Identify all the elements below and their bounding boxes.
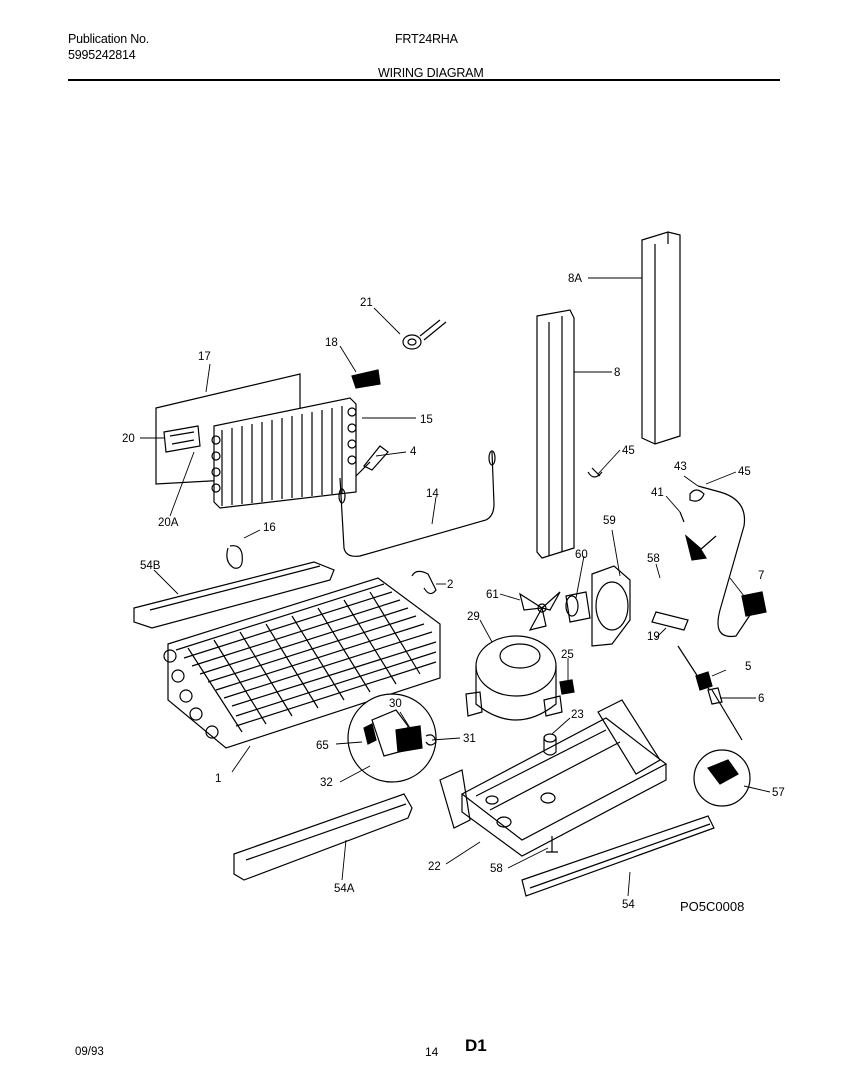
part-4-sensor [355, 445, 389, 477]
label-41: 41 [651, 487, 664, 499]
part-61-fan-blade [519, 591, 561, 631]
part-30-relay-detail [347, 693, 437, 783]
part-41-screw [679, 511, 685, 523]
label-19: 19 [647, 631, 660, 643]
label-54a: 54A [334, 883, 355, 895]
part-25-bolt [559, 679, 575, 695]
label-43: 43 [674, 461, 687, 473]
page-title: WIRING DIAGRAM [378, 66, 484, 80]
label-2: 2 [447, 579, 453, 591]
part-15-condenser [211, 397, 357, 509]
label-8a: 8A [568, 273, 582, 285]
part-8-rail [536, 309, 575, 559]
label-5: 5 [745, 661, 751, 673]
footer-section: D1 [465, 1036, 487, 1055]
part-23-grommet [543, 733, 557, 756]
label-16: 16 [263, 522, 276, 534]
part-60-fan-motor [565, 591, 591, 623]
label-21: 21 [360, 297, 373, 309]
part-54a-bracket [233, 793, 413, 881]
part-57-detail [693, 749, 751, 807]
label-59: 59 [603, 515, 616, 527]
label-6: 6 [758, 693, 764, 705]
label-8: 8 [614, 367, 620, 379]
label-61: 61 [486, 589, 499, 601]
label-18: 18 [325, 337, 338, 349]
diagram-code: PO5C0008 [680, 899, 744, 914]
part-54b-bracket [133, 561, 335, 629]
part-2-clip [411, 570, 437, 595]
label-29: 29 [467, 611, 480, 623]
part-7-power-cord [684, 485, 767, 638]
part-1-evaporator [163, 577, 441, 749]
part-5-harness [677, 645, 743, 741]
label-4: 4 [410, 446, 417, 458]
label-22: 22 [428, 861, 441, 873]
part-58-bolt [546, 836, 558, 853]
leader-lines [140, 277, 771, 897]
label-20: 20 [122, 433, 135, 445]
footer-date: 09/93 [75, 1046, 104, 1058]
label-32: 32 [320, 777, 333, 789]
label-45b: 45 [738, 466, 751, 478]
part-19-tube [651, 611, 689, 631]
part-54-rail [521, 815, 715, 897]
part-18-clip [351, 369, 381, 389]
part-59-shroud [591, 565, 631, 647]
part-45-screw [587, 467, 603, 478]
label-14: 14 [426, 488, 439, 500]
part-21-coil [402, 319, 447, 350]
label-60: 60 [575, 549, 588, 561]
part-8a-rail [641, 231, 681, 445]
label-1: 1 [215, 773, 221, 785]
label-15: 15 [420, 414, 433, 426]
label-25: 25 [561, 649, 574, 661]
part-labels: 8A 8 21 18 17 15 20 4 14 20A 16 45 43 45… [122, 273, 785, 914]
label-7: 7 [758, 570, 764, 582]
publication-label: Publication No. [68, 32, 150, 46]
label-57: 57 [772, 787, 785, 799]
part-29-compressor [465, 635, 563, 721]
label-23: 23 [571, 709, 584, 721]
model-number: FRT24RHA [395, 32, 458, 46]
label-17: 17 [198, 351, 211, 363]
label-45a: 45 [622, 445, 635, 457]
label-54: 54 [622, 899, 635, 911]
part-14-tube [338, 450, 496, 557]
label-54b: 54B [140, 560, 161, 572]
part-16-clamp [226, 545, 243, 569]
label-20a: 20A [158, 517, 179, 529]
part-20-bracket [163, 425, 201, 453]
label-31: 31 [463, 733, 476, 745]
label-30: 30 [389, 698, 402, 710]
label-65: 65 [316, 740, 329, 752]
footer-page: 14 [425, 1045, 439, 1059]
label-58a: 58 [647, 553, 660, 565]
part-43-grommet [689, 489, 705, 502]
label-58b: 58 [490, 863, 503, 875]
header-rule [68, 79, 780, 81]
part-22-base-pan [439, 699, 668, 857]
publication-number: 5995242814 [68, 48, 136, 62]
